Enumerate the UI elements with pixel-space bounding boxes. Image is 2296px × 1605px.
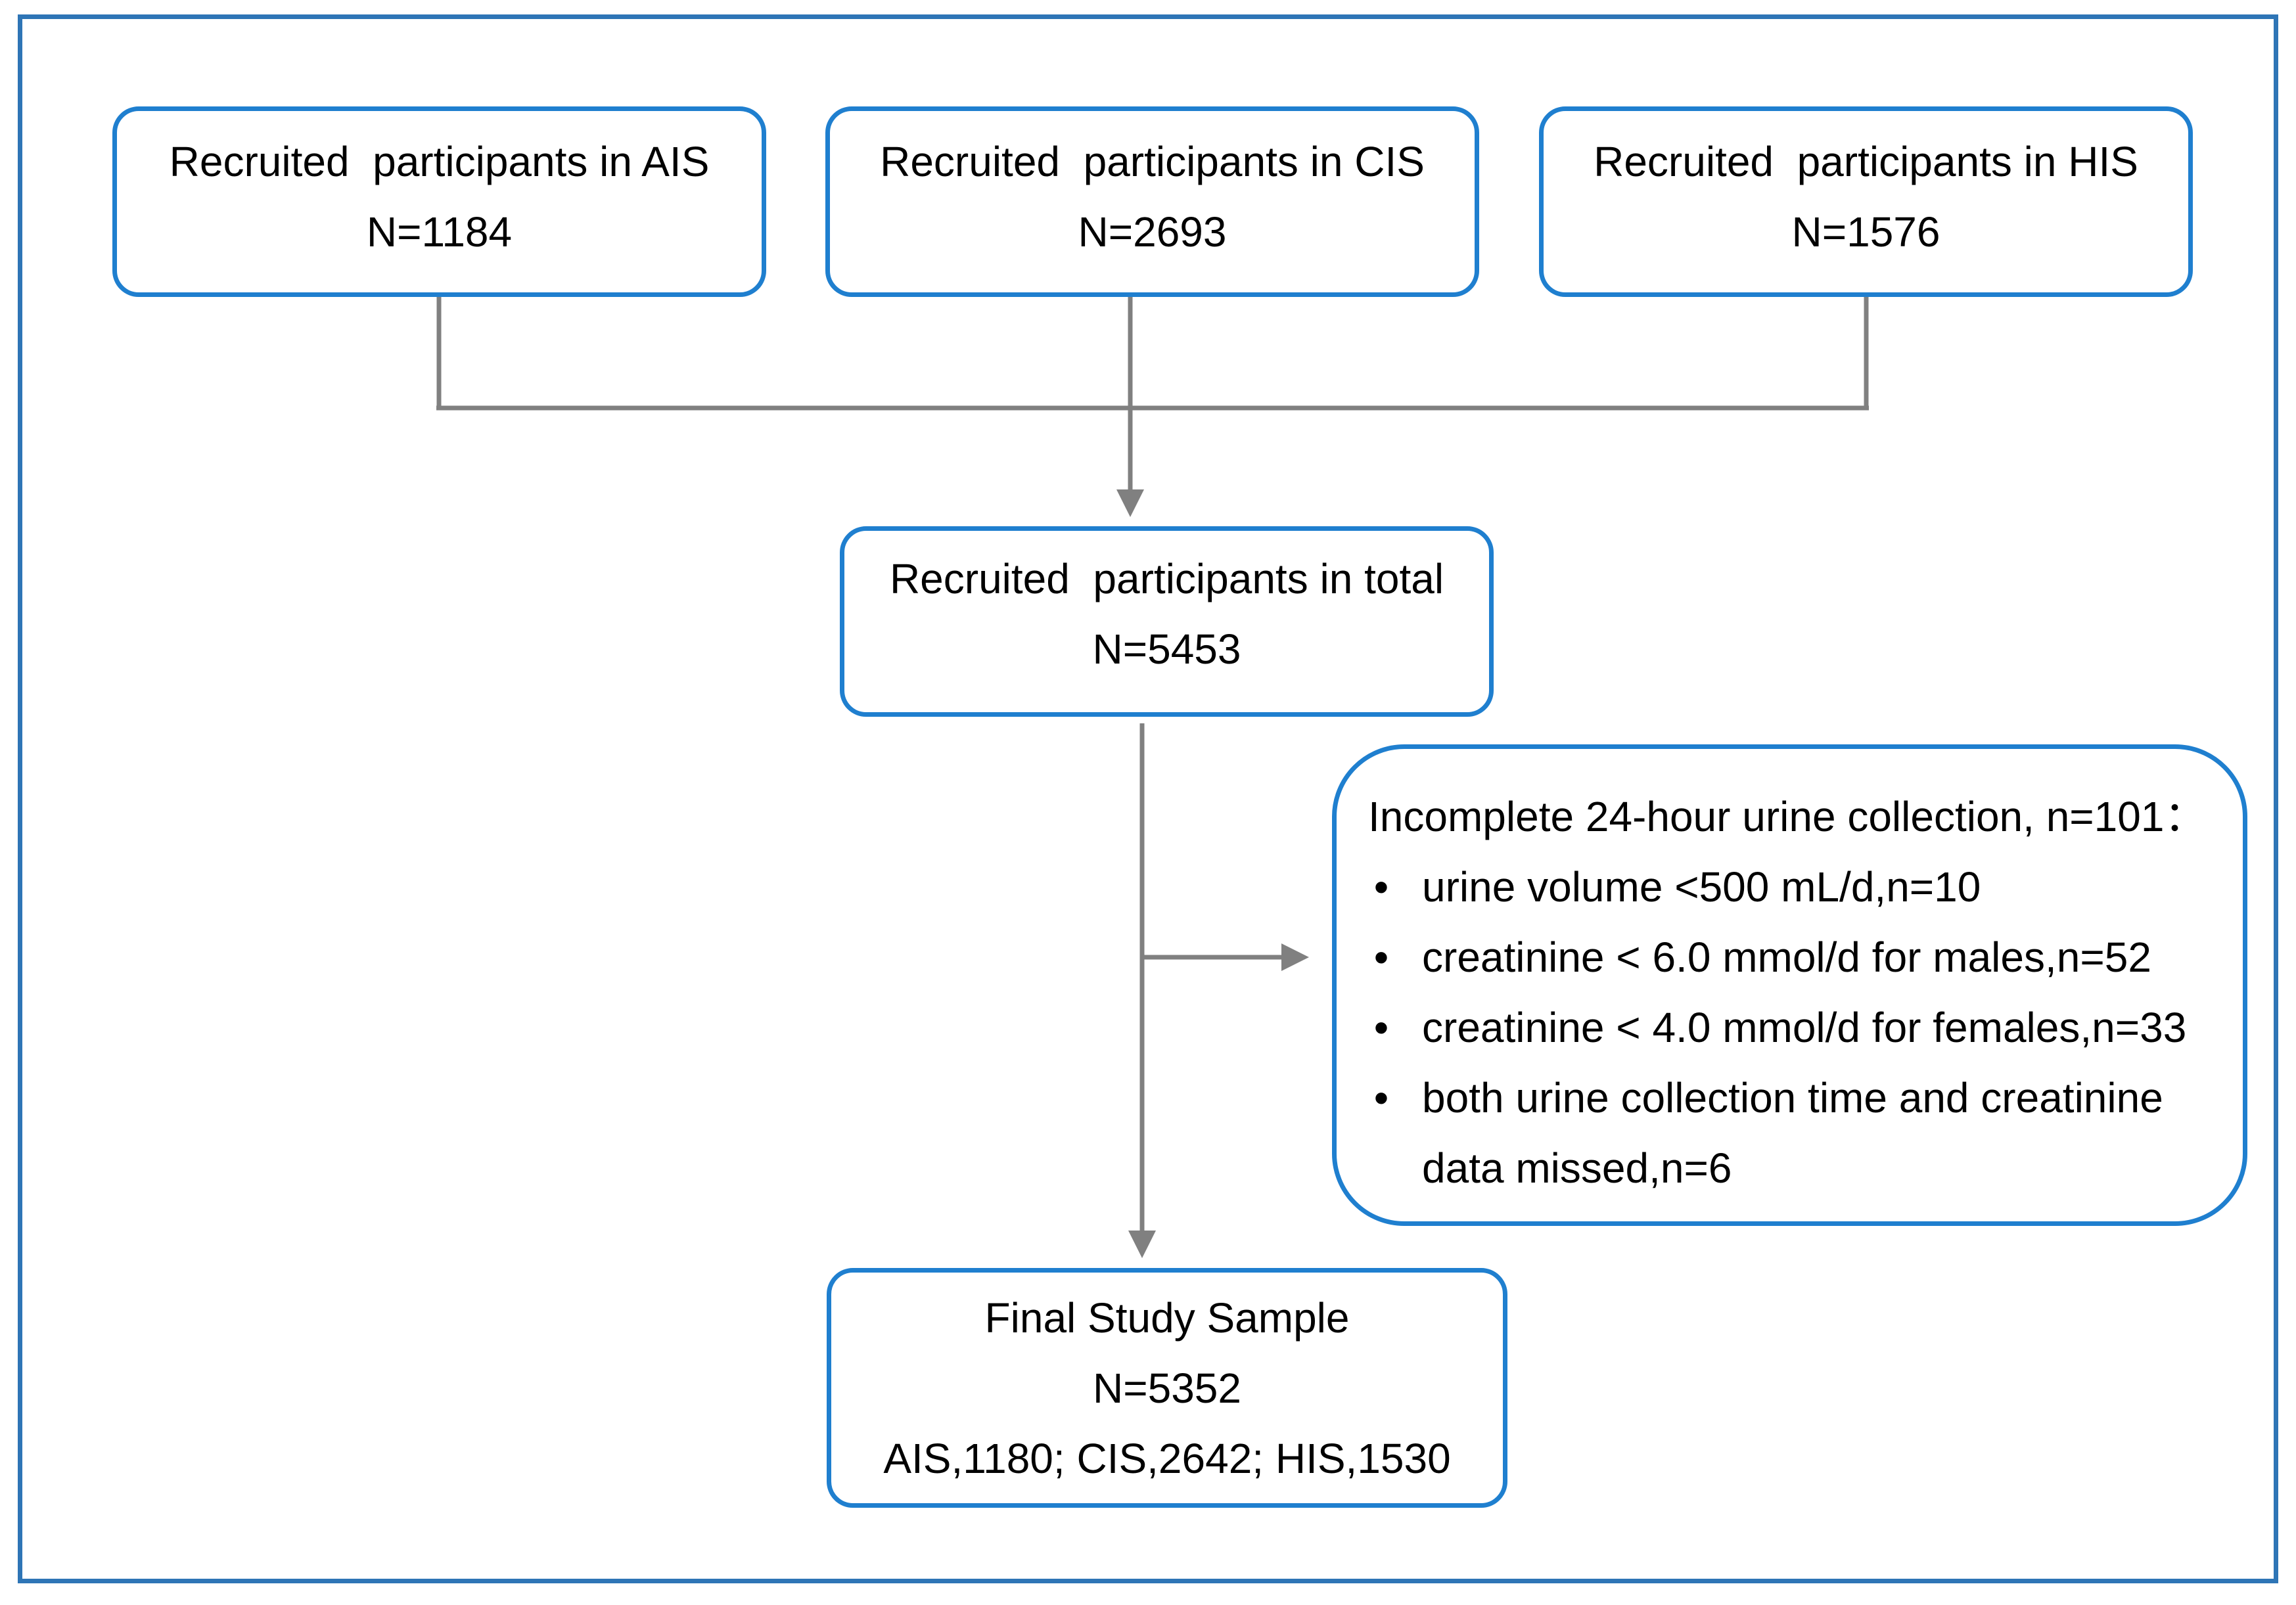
exclusion-item: • creatinine < 6.0 mmol/d for males,n=52 <box>1368 922 2243 993</box>
cis-recruited-title: Recruited participants in CIS <box>880 138 1425 185</box>
ais-recruited-box: Recruited participants in AIS N=1184 <box>112 106 766 297</box>
figure-frame <box>18 14 2278 1583</box>
ais-recruited-title: Recruited participants in AIS <box>169 138 710 185</box>
exclusion-item-text: data missed,n=6 <box>1422 1144 1732 1192</box>
exclusion-item: • creatinine < 4.0 mmol/d for females,n=… <box>1368 993 2243 1063</box>
exclusion-item-text: creatinine < 6.0 mmol/d for males,n=52 <box>1422 934 2151 981</box>
bullet-icon: • <box>1373 1074 1389 1121</box>
final-sample-breakdown: AIS,1180; CIS,2642; HIS,1530 <box>883 1435 1451 1482</box>
bullet-icon: • <box>1373 934 1389 981</box>
total-recruited-title: Recruited participants in total <box>889 555 1444 602</box>
cis-recruited-count: N=2693 <box>1078 208 1227 256</box>
total-recruited-count: N=5453 <box>1092 625 1241 673</box>
his-recruited-box: Recruited participants in HIS N=1576 <box>1539 106 2193 297</box>
cis-recruited-box: Recruited participants in CIS N=2693 <box>825 106 1479 297</box>
exclusion-item: • both urine collection time and creatin… <box>1368 1063 2243 1133</box>
his-recruited-title: Recruited participants in HIS <box>1594 138 2138 185</box>
exclusion-item-text: urine volume <500 mL/d,n=10 <box>1422 863 1981 911</box>
exclusion-item: • urine volume <500 mL/d,n=10 <box>1368 852 2243 922</box>
exclusion-item-text: creatinine < 4.0 mmol/d for females,n=33 <box>1422 1004 2187 1051</box>
ais-recruited-count: N=1184 <box>366 208 513 256</box>
exclusion-title: Incomplete 24-hour urine collection, n=1… <box>1368 793 2207 840</box>
final-sample-count: N=5352 <box>1093 1365 1241 1412</box>
bullet-icon: • <box>1373 1004 1389 1051</box>
total-recruited-box: Recruited participants in total N=5453 <box>840 526 1494 717</box>
exclusion-box: Incomplete 24-hour urine collection, n=1… <box>1332 744 2247 1226</box>
bullet-icon: • <box>1373 863 1389 911</box>
final-sample-box: Final Study Sample N=5352 AIS,1180; CIS,… <box>827 1268 1507 1508</box>
exclusion-item-continuation: data missed,n=6 <box>1368 1133 2243 1204</box>
final-sample-title: Final Study Sample <box>984 1294 1350 1342</box>
exclusion-item-text: both urine collection time and creatinin… <box>1422 1074 2163 1121</box>
his-recruited-count: N=1576 <box>1791 208 1940 256</box>
exclusion-list: • urine volume <500 mL/d,n=10 • creatini… <box>1368 852 2243 1204</box>
